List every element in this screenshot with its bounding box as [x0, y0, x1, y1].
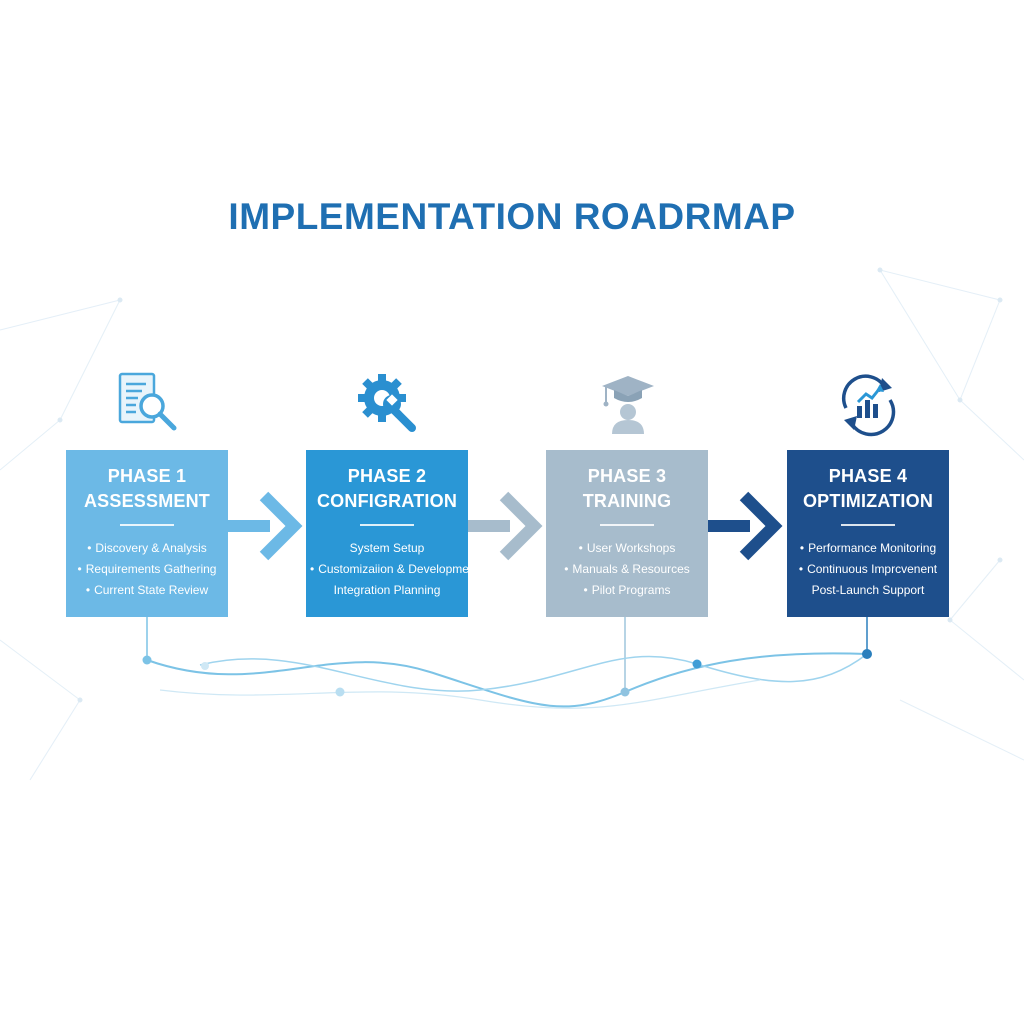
phase-name: OPTIMIZATION	[802, 491, 934, 511]
phase-item-list: •User Workshops •Manuals & Resources •Pi…	[546, 538, 708, 601]
list-item: •Manuals & Resources	[564, 562, 690, 576]
document-search-icon	[112, 368, 184, 440]
list-item: Post-Launch Support	[811, 583, 925, 597]
timeline-node	[862, 649, 872, 659]
phase-divider	[600, 524, 654, 526]
list-item: •Customizaiion & Development	[310, 562, 479, 576]
phase-name: TRAINING	[582, 491, 672, 511]
list-item: •Pilot Programs	[583, 583, 671, 597]
page-title: IMPLEMENTATION ROADRMAP	[228, 196, 796, 237]
arrow-right-icon	[468, 491, 543, 561]
phase-card-training: PHASE 3 TRAINING •User Workshops •Manual…	[546, 450, 708, 617]
timeline-wave	[142, 617, 872, 709]
phase-card-assessment: PHASE 1 ASSESSMENT •Discovery & Analysis…	[66, 450, 228, 617]
list-item: •Performance Monitoring	[799, 541, 937, 555]
list-item: •Current State Review	[85, 583, 209, 597]
arrow-right-icon	[228, 491, 303, 561]
list-item: •Continuous Imprcvenent	[798, 562, 938, 576]
gear-wrench-icon	[352, 368, 424, 440]
chart-refresh-icon	[832, 368, 904, 440]
phase-number: PHASE 4	[828, 466, 908, 486]
phase-divider	[120, 524, 174, 526]
timeline-node	[692, 659, 702, 669]
phase-number: PHASE 2	[347, 466, 427, 486]
timeline-node	[335, 687, 345, 697]
phase-card-optimization: PHASE 4 OPTIMIZATION •Performance Monito…	[787, 450, 949, 617]
list-item: System Setup	[349, 541, 425, 555]
arrow-right-icon	[708, 491, 783, 561]
list-item: •Requirements Gathering	[77, 562, 217, 576]
phase-name: ASSESSMENT	[83, 491, 211, 511]
list-item: •User Workshops	[578, 541, 676, 555]
timeline-node	[142, 655, 152, 665]
graduate-user-icon	[592, 368, 664, 440]
list-item: Integration Planning	[333, 583, 441, 597]
phase-number: PHASE 3	[587, 466, 667, 486]
phase-item-list: •Performance Monitoring •Continuous Impr…	[787, 538, 949, 601]
phase-item-list: System Setup •Customizaiion & Developmen…	[306, 538, 479, 601]
phase-divider	[841, 524, 895, 526]
list-item: •Discovery & Analysis	[87, 541, 207, 555]
phase-name: CONFIGRATION	[316, 491, 458, 511]
phase-divider	[360, 524, 414, 526]
timeline-node	[620, 687, 630, 697]
phase-item-list: •Discovery & Analysis •Requirements Gath…	[66, 538, 228, 601]
timeline-node	[201, 662, 209, 670]
phase-card-configuration: PHASE 2 CONFIGRATION System Setup •Custo…	[306, 450, 479, 617]
phase-number: PHASE 1	[107, 466, 187, 486]
